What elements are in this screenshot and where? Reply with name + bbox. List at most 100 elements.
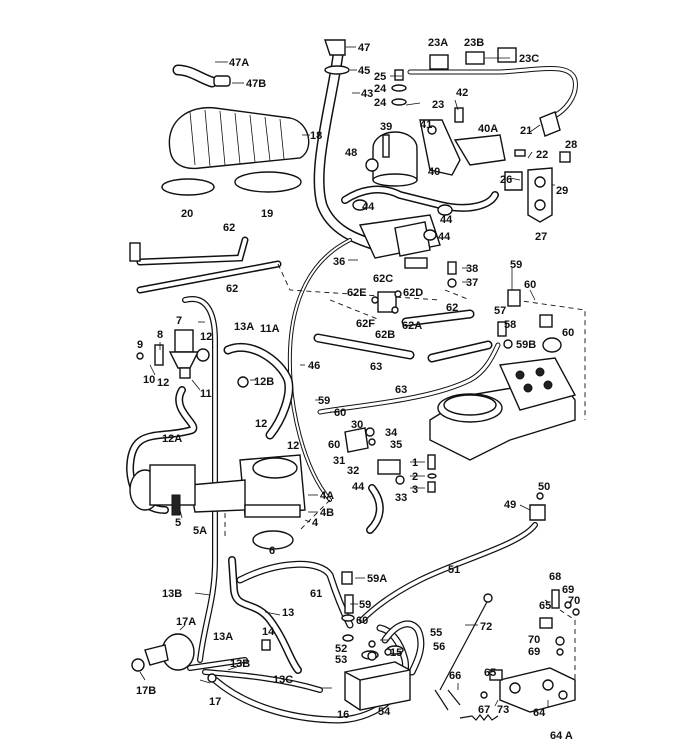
linkage-66 <box>434 689 461 711</box>
label-4A: 4A <box>320 490 334 502</box>
label-23A: 23A <box>428 37 448 49</box>
label-62A: 62A <box>402 320 422 332</box>
screw-33 <box>395 475 405 485</box>
label-25: 25 <box>374 71 386 83</box>
label-20: 20 <box>181 208 193 220</box>
label-65-lower: 65 <box>484 667 496 679</box>
label-47: 47 <box>358 42 370 54</box>
clip-67 <box>480 691 488 699</box>
label-70-top: 70 <box>568 595 580 607</box>
label-60-lower: 60 <box>328 439 340 451</box>
label-14: 14 <box>262 626 275 638</box>
label-46: 46 <box>308 360 320 372</box>
label-15: 15 <box>390 647 402 659</box>
label-68: 68 <box>549 571 561 583</box>
label-10: 10 <box>143 374 155 386</box>
label-19: 19 <box>261 208 273 220</box>
bracket-40A <box>453 134 506 166</box>
clip-62 <box>129 242 141 262</box>
label-73: 73 <box>497 704 509 716</box>
label-23B: 23B <box>464 37 484 49</box>
part-65b <box>489 669 503 681</box>
label-39: 39 <box>380 121 392 133</box>
label-58: 58 <box>504 319 516 331</box>
fitting-49 <box>529 504 546 521</box>
label-69-lower: 69 <box>528 646 540 658</box>
label-44-a: 44 <box>362 201 375 213</box>
clamp-20 <box>161 178 215 196</box>
label-12A: 12A <box>162 433 182 445</box>
label-17: 17 <box>209 696 221 708</box>
throttle-body <box>189 454 306 518</box>
label-60-mid: 60 <box>334 407 346 419</box>
label-12-left: 12 <box>157 377 169 389</box>
label-64A: 64 A <box>550 730 573 742</box>
label-24-bottom: 24 <box>374 97 387 109</box>
bolt-38 <box>447 261 457 275</box>
elbow-47 <box>324 39 346 56</box>
label-9: 9 <box>137 339 143 351</box>
label-62B: 62B <box>375 329 395 341</box>
bolt-1 <box>427 454 436 470</box>
washer-37 <box>447 278 457 288</box>
label-4: 4 <box>312 517 319 529</box>
spring-73 <box>459 714 499 721</box>
bolt-28 <box>559 151 571 163</box>
label-49: 49 <box>504 499 516 511</box>
label-6: 6 <box>269 545 275 557</box>
label-23: 23 <box>432 99 444 111</box>
clamp-12 <box>196 348 210 362</box>
label-47B: 47B <box>246 78 266 90</box>
label-38: 38 <box>466 263 478 275</box>
label-30: 30 <box>351 419 363 431</box>
cable-72 <box>439 599 489 691</box>
label-60-pump: 60 <box>356 615 368 627</box>
clamp-19 <box>234 171 302 193</box>
leader-lines <box>139 46 555 708</box>
label-45: 45 <box>358 65 370 77</box>
label-5: 5 <box>175 517 181 529</box>
label-12-right: 12 <box>287 440 299 452</box>
label-31: 31 <box>333 455 345 467</box>
label-60-right: 60 <box>562 327 574 339</box>
label-22: 22 <box>536 149 548 161</box>
label-13B-top: 13B <box>162 588 182 600</box>
valve-39 <box>372 131 418 187</box>
nut-3 <box>427 481 436 493</box>
label-41: 41 <box>420 119 432 131</box>
bolt-17B <box>131 658 145 672</box>
label-11A: 11A <box>260 323 280 335</box>
fitting-48 <box>365 158 379 172</box>
part-32 <box>377 459 401 475</box>
bolt-68 <box>551 589 560 609</box>
label-42: 42 <box>456 87 468 99</box>
washer-41 <box>427 125 437 135</box>
label-17B: 17B <box>136 685 156 697</box>
label-53: 53 <box>335 654 347 666</box>
part-22 <box>514 149 526 157</box>
part-labels: 47 47A 47B 45 43 23A 23B 23C 25 24 24 23… <box>136 37 580 742</box>
label-13C: 13C <box>273 674 293 686</box>
label-33: 33 <box>395 492 407 504</box>
label-64: 64 <box>533 707 546 719</box>
label-37: 37 <box>466 277 478 289</box>
label-17A: 17A <box>176 616 196 628</box>
fitting-57 <box>497 321 507 337</box>
label-40A: 40A <box>478 123 498 135</box>
label-62-top: 62 <box>223 222 235 234</box>
air-box-36 <box>358 214 441 269</box>
label-13B-lower: 13B <box>230 658 250 670</box>
bracket-64 <box>499 667 576 713</box>
label-16: 16 <box>337 709 349 721</box>
part-8 <box>154 344 164 366</box>
label-27: 27 <box>535 231 547 243</box>
parts <box>129 39 580 721</box>
label-23C: 23C <box>519 53 539 65</box>
label-59A: 59A <box>367 573 387 585</box>
label-59B: 59B <box>516 339 536 351</box>
label-5A: 5A <box>193 525 207 537</box>
bellows-18 <box>168 106 310 170</box>
label-21: 21 <box>520 125 532 137</box>
label-44-b: 44 <box>440 214 453 226</box>
label-62F: 62F <box>356 318 375 330</box>
